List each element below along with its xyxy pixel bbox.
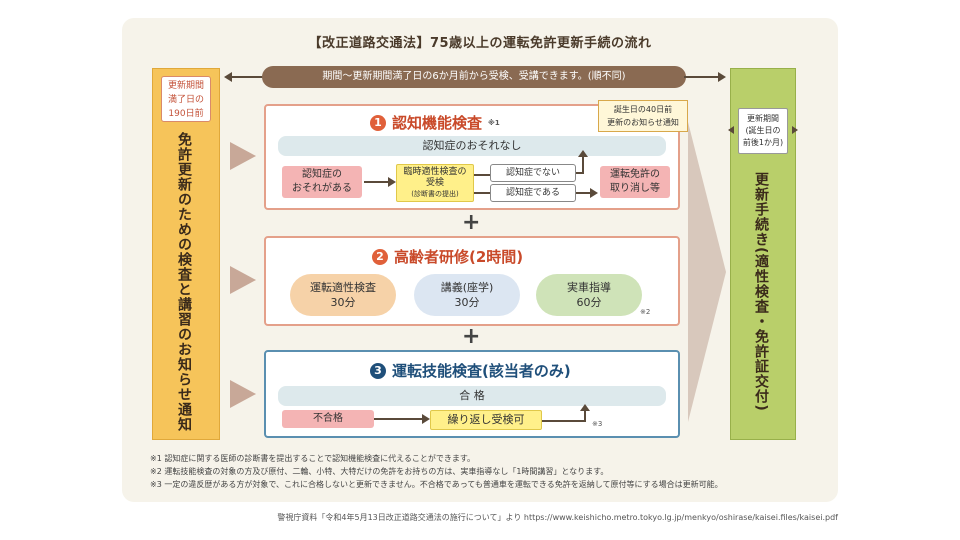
arrow-line [364, 181, 390, 183]
training-item-lecture: 講義(座学) 30分 [414, 274, 520, 316]
pass-banner: 合 格 [278, 386, 666, 406]
not-dementia-box: 認知症でない [490, 164, 576, 182]
box3-title: 3 運転技能検査(該当者のみ) [370, 360, 571, 381]
arrow-up-icon [578, 150, 588, 157]
number-1-icon: 1 [370, 114, 386, 131]
footnote-mark-2: ※2 [640, 308, 651, 316]
chevron-right-icon [230, 266, 256, 294]
arrow-right-icon [792, 126, 798, 134]
training-item-aptitude: 運転適性検査 30分 [290, 274, 396, 316]
footnote-1: ※1 認知症に関する医師の診断書を提出することで認知機能検査に代えることができま… [150, 454, 476, 463]
diagram-title: 【改正道路交通法】75歳以上の運転免許更新手続の流れ [308, 36, 652, 51]
arrow-right-icon [590, 188, 598, 198]
dementia-suspected-box: 認知症の おそれがある [282, 166, 362, 198]
license-revoke-box: 運転免許の 取り消し等 [600, 166, 670, 198]
arrow-right-icon [388, 177, 396, 187]
is-dementia-box: 認知症である [490, 184, 576, 202]
birthday-40-note: 誕生日の40日前 更新のお知らせ通知 [598, 100, 688, 132]
box1-title: 1 認知機能検査 ※1 [370, 112, 500, 133]
right-vertical-text: 更新手続き(適性検査・免許証交付) [753, 172, 769, 412]
no-dementia-banner: 認知症のおそれなし [278, 136, 666, 156]
arrow-line [230, 76, 266, 78]
arrow-right-icon [422, 414, 430, 424]
footnote-2: ※2 運転技能検査の対象の方及び原付、二輪、小特、大特だけの免許をお持ちの方は、… [150, 467, 609, 476]
left-notice-column [152, 68, 220, 440]
training-item-driving: 実車指導 60分 [536, 274, 642, 316]
arrow-line [474, 174, 490, 176]
retry-box: 繰り返し受検可 [430, 410, 542, 430]
arrow-line [576, 172, 584, 174]
left-vertical-text: 免許更新のための検査と講習のお知らせ通知 [176, 132, 192, 432]
arrow-up-line [584, 410, 586, 422]
plus-icon: + [462, 210, 481, 235]
plus-icon: + [462, 324, 481, 349]
number-3-icon: 3 [370, 362, 386, 379]
arrow-line [684, 76, 720, 78]
arrow-right-icon [718, 72, 726, 82]
arrow-line [542, 420, 586, 422]
chevron-right-icon [230, 142, 256, 170]
arrow-left-icon [728, 126, 734, 134]
period-bar: 期間〜更新期間満了日の6か月前から受検、受講できます。(順不同) [262, 66, 686, 88]
arrow-line [374, 418, 424, 420]
number-2-icon: 2 [372, 248, 388, 265]
footnote-3: ※3 一定の違反歴がある方が対象で、これに合格しないと更新できません。不合格であ… [150, 480, 723, 489]
temporary-aptitude-test-box: 臨時適性検査の 受検 (診断書の提出) [396, 164, 474, 202]
box2-title: 2 高齢者研修(2時間) [372, 246, 523, 267]
arrow-line [474, 192, 490, 194]
arrow-up-icon [580, 404, 590, 411]
arrow-left-icon [224, 72, 232, 82]
footnotes: ※1 認知症に関する医師の診断書を提出することで認知機能検査に代えることができま… [150, 452, 830, 491]
chevron-right-icon [230, 380, 256, 408]
big-chevron-right-icon [688, 122, 726, 422]
fail-box: 不合格 [282, 410, 374, 428]
left-notice-label: 更新期間 満了日の 190日前 [161, 76, 211, 122]
right-notice-label: 更新期間 (誕生日の 前後1か月) [738, 108, 788, 154]
source-citation: 警視庁資料「令和4年5月13日改正道路交通法の施行について」より https:/… [277, 513, 838, 522]
footnote-mark-3: ※3 [592, 420, 603, 428]
arrow-up-line [582, 154, 584, 174]
arrow-line [576, 192, 592, 194]
